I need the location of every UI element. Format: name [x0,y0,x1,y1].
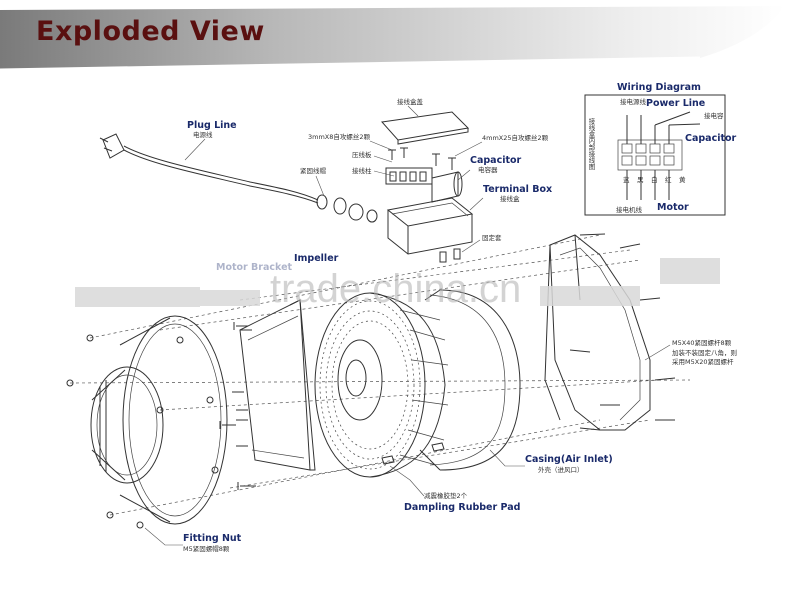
label-m5x40-note2: 采用M5X20紧固螺杆 [672,357,734,366]
wiring-title: Wiring Diagram [617,82,701,93]
label-damping-cn: 减震橡胶垫2个 [424,491,468,500]
label-casing-cn: 外壳（进风口） [538,465,584,474]
label-motor-bracket: Motor Bracket [216,262,293,273]
damping-pads [381,442,445,465]
screws-top [388,147,456,170]
label-m5x40: M5X40紧固螺杆8颗 [672,338,732,347]
label-capacitor-cn: 电容器 [478,165,498,174]
wiring-motor-cn: 接电机线 [616,205,643,214]
bracket-screws [219,322,256,490]
terminal-box-part [386,197,474,263]
watermark: trade.china.cn [270,267,521,311]
label-damping: Dampling Rubber Pad [404,502,520,513]
wiring-power-line: Power Line [646,98,705,109]
assembly-axes [69,234,691,516]
wiring-col5: 黄 [679,175,686,184]
wiring-power-cn: 接电源线 [620,97,647,106]
capacitor-part [431,171,463,203]
label-fixing-sleeve-cn: 固定套 [482,233,502,242]
label-capacitor: Capacitor [470,155,522,166]
wiring-side-cn: 接线盒内部接线图 [587,117,595,172]
label-plug-line: Plug Line [187,120,237,131]
wiring-cap-cn: 接电容 [704,111,724,120]
label-terminal-post-cn: 接线柱 [352,166,372,175]
wiring-col1: 蓝 [623,175,630,184]
label-screw-3mm: 3mmX8自攻螺丝2颗 [308,132,371,141]
label-terminal-box: Terminal Box [483,184,552,195]
wiring-col4: 红 [665,175,672,184]
plug-line-part [99,133,378,223]
right-ring-part [544,234,651,431]
terminal-cover-part [381,111,470,145]
wiring-col2: 黑 [637,176,644,184]
label-m5x40-note1: 加装不装固定八角，则 [672,348,737,357]
impeller-part [314,292,449,478]
wiring-motor: Motor [657,202,689,213]
obscured-label-band [75,258,720,307]
casing-left-part [90,315,228,525]
label-impeller: Impeller [294,253,339,264]
casing-air-inlet-part [419,289,521,471]
motor-bracket-part [232,299,316,471]
fitting-nuts [66,334,219,529]
label-plug-line-cn: 电源线 [193,130,213,139]
wiring-capacitor: Capacitor [685,133,737,144]
wiring-col3: 白 [651,175,658,184]
label-press-plate-cn: 压线板 [352,150,372,159]
label-casing: Casing(Air Inlet) [525,454,613,465]
label-fitting-nut-cn: M5紧固螺帽8颗 [183,544,230,553]
header-band [0,6,785,72]
label-fitting-nut: Fitting Nut [183,533,242,544]
wiring-diagram-box [584,94,726,216]
terminal-block-part [385,167,433,185]
label-screw-4mm: 4mmX25自攻螺丝2颗 [482,133,549,142]
page-title: Exploded View [36,16,265,47]
label-fastening-cap-cn: 紧固线帽 [300,166,327,175]
m5x40-bolts [569,233,676,431]
label-terminal-box-cn: 接线盒 [500,194,520,203]
label-terminal-cover-cn: 接线盒盖 [397,97,424,106]
